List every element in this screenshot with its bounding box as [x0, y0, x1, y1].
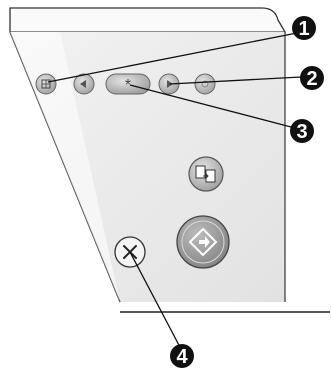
button-row: *	[35, 73, 216, 95]
left-arrow-button[interactable]	[73, 73, 95, 95]
setup-menu-button[interactable]	[35, 73, 57, 95]
asterisk-button[interactable]: *	[105, 73, 151, 95]
copy-button[interactable]	[188, 156, 224, 192]
callout-3: 3	[290, 119, 314, 143]
leader-line-3	[129, 84, 292, 128]
ok-button[interactable]	[194, 73, 216, 95]
svg-text:1: 1	[298, 18, 309, 40]
left-arrow-icon	[80, 80, 86, 88]
asterisk-label: *	[125, 77, 131, 94]
copy-icon	[195, 165, 216, 183]
setup-menu-icon	[41, 79, 51, 89]
svg-text:2: 2	[306, 68, 317, 90]
svg-text:4: 4	[176, 346, 188, 368]
callout-2: 2	[300, 66, 324, 90]
leader-line-4	[129, 251, 182, 350]
start-button[interactable]	[176, 215, 230, 269]
leader-lines	[47, 32, 302, 350]
start-diamond-icon	[188, 227, 218, 257]
callout-4: 4	[170, 344, 194, 368]
callout-1: 1	[292, 16, 316, 40]
svg-text:3: 3	[296, 121, 307, 143]
leader-line-2	[169, 76, 302, 85]
ok-icon	[201, 80, 209, 88]
leader-line-1	[47, 32, 298, 83]
device-top-bezel	[9, 7, 287, 33]
